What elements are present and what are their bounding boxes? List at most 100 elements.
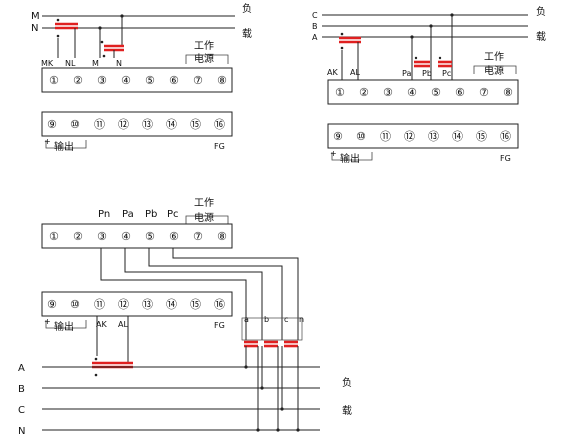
terminal-row-top: ① ② ③ ④ ⑤ ⑥ ⑦ ⑧ [335, 86, 513, 99]
terminal-row-bottom: ⑨ ⑩ ⑪ ⑫ ⑬ ⑭ ⑮ ⑯ [47, 298, 225, 311]
polarity-dot [94, 373, 98, 377]
label-pa: Pa [122, 209, 134, 220]
terminal-14: ⑭ [452, 130, 463, 143]
label-pa: Pa [402, 69, 411, 78]
terminal-1: ① [49, 230, 59, 243]
pt-label-a: a [244, 315, 249, 324]
terminal-block-bottom [41, 291, 233, 317]
terminal-row-top: ① ② ③ ④ ⑤ ⑥ ⑦ ⑧ [49, 74, 227, 87]
diagram-three-phase: C B A 负 载 AK AL Pa Pb Pc 工作 电源 [312, 5, 546, 165]
terminal-16: ⑯ [214, 118, 225, 131]
junction-dot [98, 26, 102, 30]
terminal-4: ④ [407, 86, 417, 99]
pt-label-c: c [284, 315, 288, 324]
terminal-block-top [41, 67, 233, 93]
terminal-8: ⑧ [217, 74, 227, 87]
terminal-6: ⑥ [169, 230, 179, 243]
polarity-dot [56, 34, 60, 38]
label-pb: Pb [145, 209, 157, 220]
terminal-10: ⑩ [356, 130, 366, 143]
terminal-block-bottom [41, 111, 233, 137]
terminal-12: ⑫ [404, 130, 415, 143]
terminal-3: ③ [97, 74, 107, 87]
pt-label-n: n [299, 315, 304, 324]
terminal-7: ⑦ [193, 74, 203, 87]
power-label-1: 工作 [194, 197, 214, 209]
terminal-row-top: ① ② ③ ④ ⑤ ⑥ ⑦ ⑧ [49, 230, 227, 243]
power-label-1: 工作 [484, 51, 504, 63]
terminal-2: ② [73, 74, 83, 87]
terminal-3: ③ [97, 230, 107, 243]
terminal-15: ⑮ [476, 130, 487, 143]
terminal-10: ⑩ [70, 118, 80, 131]
plus-sign: + [44, 317, 51, 326]
terminal-2: ② [359, 86, 369, 99]
power-bracket [185, 215, 229, 224]
polarity-dot [438, 56, 442, 60]
output-label: 输出 [340, 152, 360, 165]
terminal-5: ⑤ [431, 86, 441, 99]
output-bracket [45, 140, 87, 149]
terminal-13: ⑬ [142, 118, 153, 131]
power-label-1: 工作 [194, 40, 214, 52]
label-pn: Pn [98, 209, 110, 220]
terminal-5: ⑤ [145, 230, 155, 243]
junction-dot [276, 428, 280, 432]
label-m: M [92, 59, 99, 68]
load-label-top: 负 [536, 5, 546, 18]
terminal-7: ⑦ [193, 230, 203, 243]
wire-pn-to-pt [100, 248, 247, 340]
terminal-7: ⑦ [479, 86, 489, 99]
line-b-label: B [312, 22, 318, 31]
terminal-9: ⑨ [47, 118, 57, 131]
terminal-12: ⑫ [118, 298, 129, 311]
output-bracket [45, 320, 87, 329]
label-al: AL [350, 68, 360, 77]
polarity-dot [56, 18, 60, 22]
line-n-label: N [31, 23, 38, 34]
polarity-dot [340, 32, 344, 36]
load-label-bottom: 载 [242, 28, 252, 40]
power-label-2: 电源 [484, 64, 504, 77]
output-label: 输出 [54, 320, 74, 333]
terminal-13: ⑬ [142, 298, 153, 311]
diagram-single-phase: M N 负 载 MK NL M N 工作 电源 ① ② [31, 2, 252, 153]
line-a-label: A [18, 363, 25, 374]
polarity-dot [340, 46, 344, 50]
polarity-dot [100, 40, 104, 44]
terminal-1: ① [335, 86, 345, 99]
load-label-bottom: 载 [536, 31, 546, 43]
label-mk: MK [41, 59, 54, 68]
terminal-2: ② [73, 230, 83, 243]
junction-dot [260, 386, 264, 390]
terminal-14: ⑭ [166, 118, 177, 131]
label-al: AL [118, 320, 128, 329]
junction-dot [410, 35, 414, 39]
terminal-6: ⑥ [455, 86, 465, 99]
fg-label: FG [214, 142, 225, 151]
terminal-9: ⑨ [47, 298, 57, 311]
terminal-6: ⑥ [169, 74, 179, 87]
terminal-11: ⑪ [94, 298, 105, 311]
terminal-15: ⑮ [190, 118, 201, 131]
line-n-label: N [18, 426, 25, 437]
line-c-label: C [18, 405, 25, 416]
label-pc: Pc [167, 209, 179, 220]
fg-label: FG [500, 154, 511, 163]
label-nl: NL [65, 59, 76, 68]
terminal-11: ⑪ [380, 130, 391, 143]
plus-sign: + [44, 137, 51, 146]
junction-dot [120, 14, 124, 18]
plus-sign: + [330, 149, 337, 158]
polarity-dot [102, 54, 106, 58]
label-ak: AK [96, 320, 107, 329]
junction-dot [429, 24, 433, 28]
label-n: N [116, 59, 122, 68]
output-label: 输出 [54, 140, 74, 153]
terminal-12: ⑫ [118, 118, 129, 131]
line-m-label: M [31, 11, 40, 22]
terminal-15: ⑮ [190, 298, 201, 311]
terminal-16: ⑯ [214, 298, 225, 311]
